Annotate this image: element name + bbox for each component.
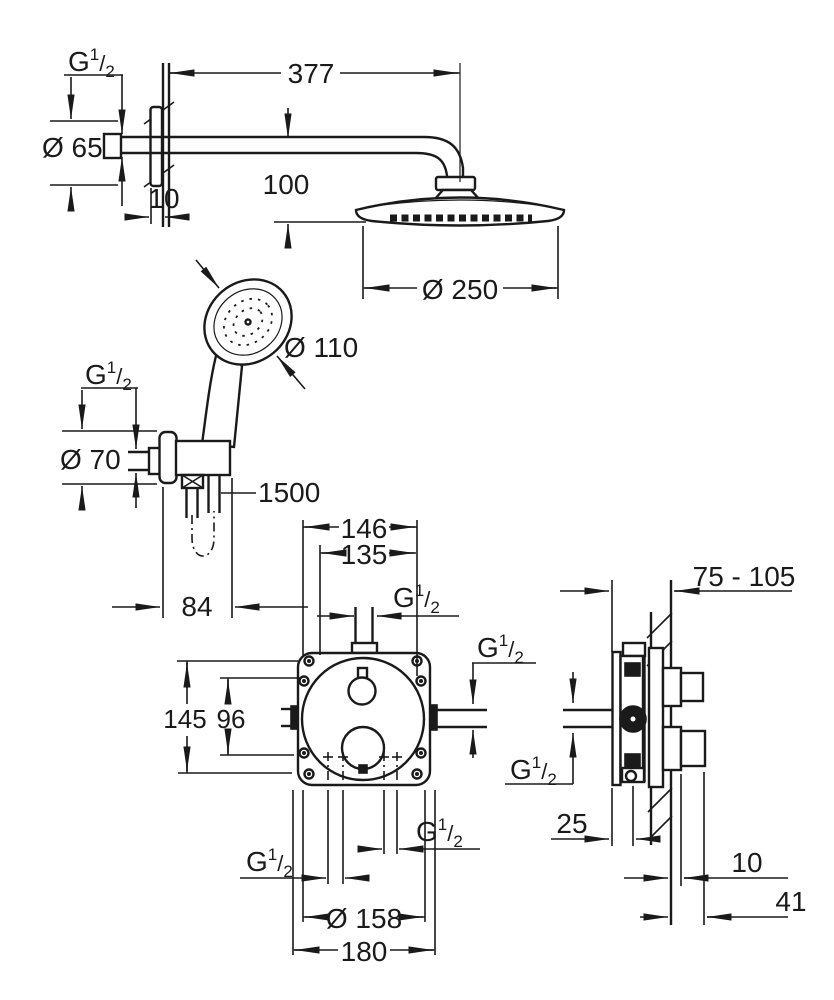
dim-outlet-spacing: 96 bbox=[217, 677, 300, 756]
dim-handle-protrusion: 41 bbox=[640, 772, 807, 925]
dim-side-pipe-thread: G1/2 bbox=[469, 631, 536, 758]
dim-head-offset: 100 bbox=[263, 108, 366, 249]
thread-label-arm: G1/2 bbox=[68, 45, 115, 81]
svg-text:Ø 158: Ø 158 bbox=[326, 903, 402, 934]
svg-text:10: 10 bbox=[731, 847, 762, 878]
thread-label-inlet-left: G1/2 bbox=[246, 845, 293, 881]
dim-hand-shower-diameter: Ø 110 bbox=[195, 259, 358, 390]
thread-label-mixer-side-outlet: G1/2 bbox=[477, 631, 524, 667]
svg-text:180: 180 bbox=[341, 936, 388, 967]
svg-text:100: 100 bbox=[263, 169, 310, 200]
svg-text:84: 84 bbox=[181, 591, 212, 622]
dim-arm-flange-depth: 10 bbox=[124, 183, 190, 224]
svg-text:Ø 250: Ø 250 bbox=[422, 274, 498, 305]
svg-text:10: 10 bbox=[148, 183, 179, 214]
svg-text:Ø 65: Ø 65 bbox=[42, 132, 103, 163]
svg-text:96: 96 bbox=[217, 704, 246, 734]
hand-shower-drawing: G1/2 Ø 70 Ø 110 1500 84 bbox=[60, 259, 358, 622]
thread-label-mixer-top: G1/2 bbox=[393, 581, 440, 617]
dim-body-width-inner: 135 bbox=[319, 539, 416, 655]
dim-box-rear-depth: 25 bbox=[551, 786, 661, 846]
dim-arm-flange-diameter: Ø 65 bbox=[42, 77, 118, 212]
svg-text:25: 25 bbox=[556, 808, 587, 839]
thread-label-inlet-right: G1/2 bbox=[416, 815, 463, 851]
dim-trim-width: 180 bbox=[293, 936, 435, 967]
svg-text:Ø 110: Ø 110 bbox=[284, 332, 358, 363]
svg-text:146: 146 bbox=[341, 513, 388, 544]
dim-outlet-flange-diameter: Ø 70 bbox=[60, 390, 157, 511]
dim-head-diameter: Ø 250 bbox=[362, 226, 559, 305]
dim-install-depth-range: 75 - 105 bbox=[560, 561, 795, 652]
dim-hose-length: 1500 bbox=[221, 477, 320, 508]
mixer-front-view: 146 135 G1/2 145 bbox=[163, 513, 536, 967]
svg-text:75 - 105: 75 - 105 bbox=[693, 561, 796, 592]
svg-text:377: 377 bbox=[288, 58, 335, 89]
dim-top-pipe-thread: G1/2 bbox=[317, 581, 459, 620]
thread-label-hand-outlet: G1/2 bbox=[85, 358, 132, 394]
dim-box-pipe-thread: G1/2 bbox=[505, 672, 577, 789]
head-shower-drawing: G1/2 Ø 65 10 377 100 bbox=[42, 45, 566, 305]
dim-body-width-top: 146 bbox=[302, 513, 418, 676]
dim-holder-projection: 84 bbox=[112, 478, 308, 622]
dim-arm-length: 377 bbox=[168, 58, 460, 89]
dim-inlet-left-thread: G1/2 bbox=[240, 845, 370, 882]
svg-text:41: 41 bbox=[775, 886, 806, 917]
dim-plate-height: 145 bbox=[163, 660, 298, 774]
svg-text:135: 135 bbox=[341, 539, 388, 570]
dim-trim-diameter: Ø 158 bbox=[303, 903, 425, 934]
svg-text:145: 145 bbox=[163, 704, 206, 734]
dim-outlet-thread: G1/2 bbox=[81, 358, 140, 508]
thread-label-box-inlet: G1/2 bbox=[510, 753, 557, 789]
svg-text:Ø 70: Ø 70 bbox=[60, 444, 121, 475]
dim-trim-protrusion: 10 bbox=[624, 774, 788, 886]
dim-inlet-right-thread: G1/2 bbox=[357, 815, 480, 853]
dim-arm-thread: G1/2 bbox=[64, 45, 126, 206]
mixer-side-view: G1/2 75 - 105 bbox=[505, 561, 807, 925]
svg-text:1500: 1500 bbox=[258, 477, 320, 508]
